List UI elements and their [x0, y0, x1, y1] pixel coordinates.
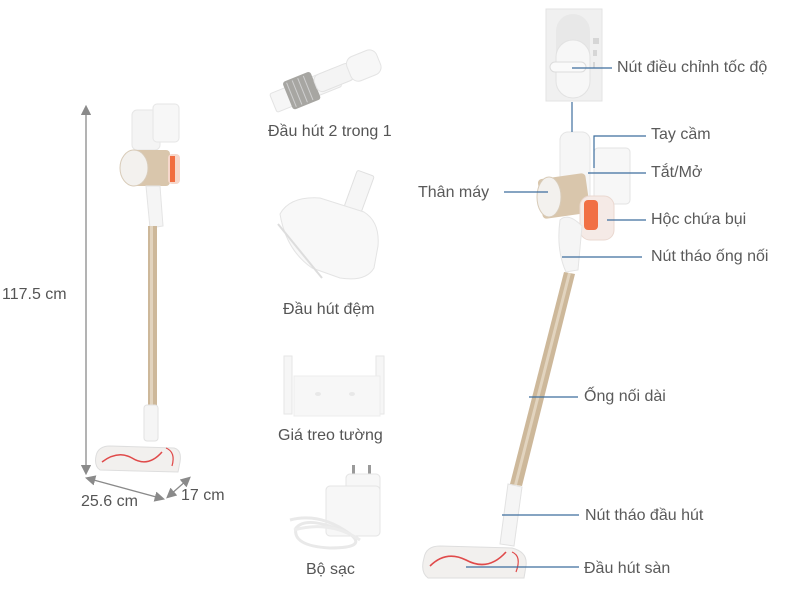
- accessory-caption-mattress: Đầu hút đệm: [283, 301, 375, 318]
- callout-tube-release: Nút tháo ống nối: [651, 248, 769, 265]
- callout-floor-head: Đầu hút sàn: [584, 560, 671, 577]
- callout-dust-bin: Hộc chứa bụi: [651, 211, 747, 228]
- accessory-caption-crevice: Đầu hút 2 trong 1: [268, 123, 392, 140]
- callout-extension-tube: Ống nối dài: [584, 388, 666, 405]
- accessory-caption-wall-mount: Giá treo tường: [278, 427, 383, 444]
- width-label: 25.6 cm: [81, 493, 138, 510]
- callout-power: Tắt/Mở: [651, 164, 703, 181]
- height-label: 117.5 cm: [2, 286, 67, 303]
- depth-label: 17 cm: [181, 487, 225, 504]
- callout-head-release: Nút tháo đầu hút: [585, 507, 704, 524]
- callout-handle: Tay cầm: [651, 126, 711, 143]
- callout-speed-switch: Nút điều chỉnh tốc độ: [617, 59, 768, 76]
- callout-body: Thân máy: [418, 184, 490, 201]
- accessory-caption-charger: Bộ sạc: [306, 561, 355, 578]
